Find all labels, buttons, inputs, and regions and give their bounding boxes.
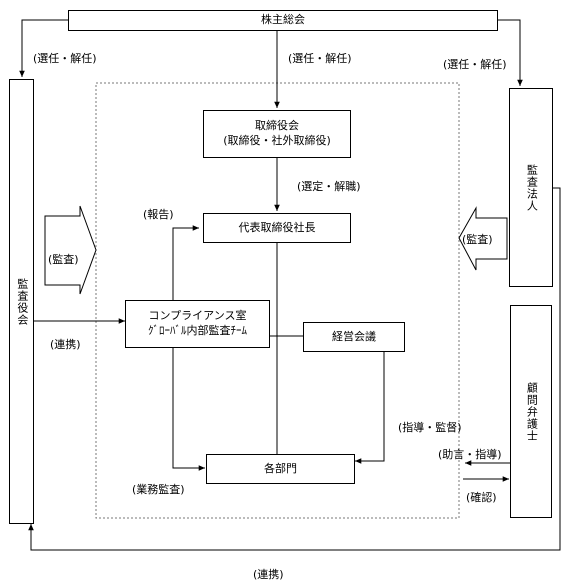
compliance-box: コンプライアンス室 ｸﾞﾛｰﾊﾞﾙ内部監査ﾁｰﾑ (125, 300, 270, 348)
confirm-label: (確認) (466, 491, 497, 504)
audit-right-label: (監査) (462, 233, 493, 246)
board-label: 取締役会 (255, 119, 299, 133)
shareholders-to-auditfirm (498, 19, 523, 86)
lawyer-label: 顧問弁護士 (525, 381, 539, 442)
audit-firm-box: 監査法人 (509, 88, 553, 287)
audit-big-arrow-right (458, 206, 508, 271)
departments-box: 各部門 (206, 454, 355, 484)
appoint-label: (選定・解職) (297, 180, 361, 193)
compliance-business-audit (172, 348, 205, 471)
departments-label: 各部門 (264, 461, 297, 475)
board-sublabel: (取締役・社外取締役) (223, 134, 331, 147)
advice-label: (助言・指導) (438, 448, 502, 461)
elect-center-label: (選任・解任) (288, 52, 352, 65)
auditors-board-box: 監査役会 (9, 79, 34, 524)
coop-loop (28, 187, 561, 551)
audit-big-arrow-left (44, 205, 97, 295)
elect-right-label: (選任・解任) (443, 58, 507, 71)
report-label: (報告) (143, 208, 174, 221)
compliance-report (172, 225, 199, 300)
business-audit-label: (業務監査) (132, 483, 185, 496)
board-box: 取締役会 (取締役・社外取締役) (203, 110, 351, 158)
management-label: 経営会議 (332, 329, 376, 343)
lawyer-box: 顧問弁護士 (510, 305, 552, 518)
shareholders-to-auditors (19, 19, 68, 77)
president-label: 代表取締役社長 (238, 220, 316, 234)
management-guidance (355, 352, 385, 464)
auditors-board-label: 監査役会 (15, 277, 29, 326)
elect-left-label: (選任・解任) (33, 52, 97, 65)
shareholders-label: 株主総会 (261, 13, 305, 27)
management-box: 経営会議 (303, 322, 405, 352)
coop-bottom-label: (連携) (253, 568, 284, 581)
coop-left-label: (連携) (50, 338, 81, 351)
compliance-label: コンプライアンス室 (148, 309, 247, 323)
audit-left-label: (監査) (48, 253, 79, 266)
president-box: 代表取締役社長 (203, 213, 351, 243)
compliance-sublabel: ｸﾞﾛｰﾊﾞﾙ内部監査ﾁｰﾑ (148, 324, 247, 337)
guidance-label: (指導・監督) (398, 421, 462, 434)
shareholders-box: 株主総会 (68, 10, 498, 31)
audit-firm-label: 監査法人 (525, 163, 539, 212)
